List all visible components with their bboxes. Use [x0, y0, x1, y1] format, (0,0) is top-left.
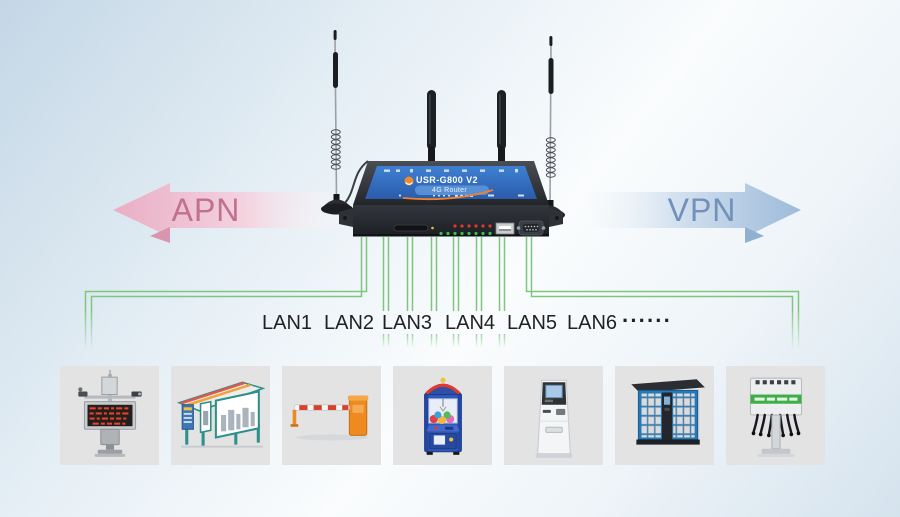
- lan2-label: LAN2: [324, 312, 375, 334]
- lan6-label: LAN6: [567, 312, 618, 334]
- sim-card-slot: [393, 224, 429, 232]
- parking-barrier-gate-illustration: [290, 395, 369, 441]
- apn-label: APN: [171, 192, 241, 228]
- router-subtitle-banner: [415, 185, 489, 195]
- device-tile-arcade-claw-machine: [393, 366, 492, 465]
- panel-port-glyphs: [384, 169, 518, 173]
- lan4-label: LAN4: [445, 312, 496, 334]
- device-tile-self-service-kiosk: [504, 366, 603, 465]
- arcade-claw-machine-illustration: [423, 377, 462, 455]
- lan3-label: LAN3: [382, 312, 433, 334]
- reset-button: [431, 226, 434, 230]
- environmental-monitoring-station-illustration: [77, 369, 142, 457]
- serial-db9-port: [516, 220, 546, 236]
- ev-charging-station-illustration: [749, 377, 802, 457]
- router-subtitle-label: 4G Router: [432, 186, 467, 194]
- orange-swoosh: [402, 189, 494, 201]
- antenna-cable-left: [344, 160, 369, 204]
- apn-arrow: [113, 183, 352, 243]
- bus-shelter-ad-display-illustration: [176, 380, 265, 448]
- red-led-row: [453, 224, 492, 228]
- vpn-label: VPN: [667, 192, 737, 228]
- green-led-row: [439, 231, 492, 236]
- lan5-label: LAN5: [507, 312, 558, 334]
- vpn-arrow: [566, 183, 801, 243]
- device-tile-bus-shelter-ad-display: [171, 366, 270, 465]
- rubber-antenna-left: [427, 90, 436, 168]
- lan-more-label: ······: [622, 308, 672, 333]
- lan1-label: LAN1: [262, 312, 313, 334]
- router-label-panel: [365, 166, 537, 199]
- smart-parcel-locker-illustration: [630, 378, 705, 445]
- apn-arrow-fold: [150, 227, 170, 243]
- router-4g: [339, 90, 563, 237]
- rubber-antenna-right: [497, 90, 506, 168]
- vpn-arrow-fold: [745, 227, 764, 243]
- device-tile-smart-parcel-locker: [615, 366, 714, 465]
- lan-lines: [84, 237, 800, 350]
- router-model-label: USR-G800 V2: [416, 175, 478, 185]
- usb-port: [495, 222, 515, 235]
- router-front-face: [353, 205, 549, 236]
- self-service-kiosk-illustration: [535, 379, 572, 458]
- device-tile-environmental-monitoring-station: [60, 366, 159, 465]
- device-tile-ev-charging-station: [726, 366, 825, 465]
- device-tile-parking-barrier-gate: [282, 366, 381, 465]
